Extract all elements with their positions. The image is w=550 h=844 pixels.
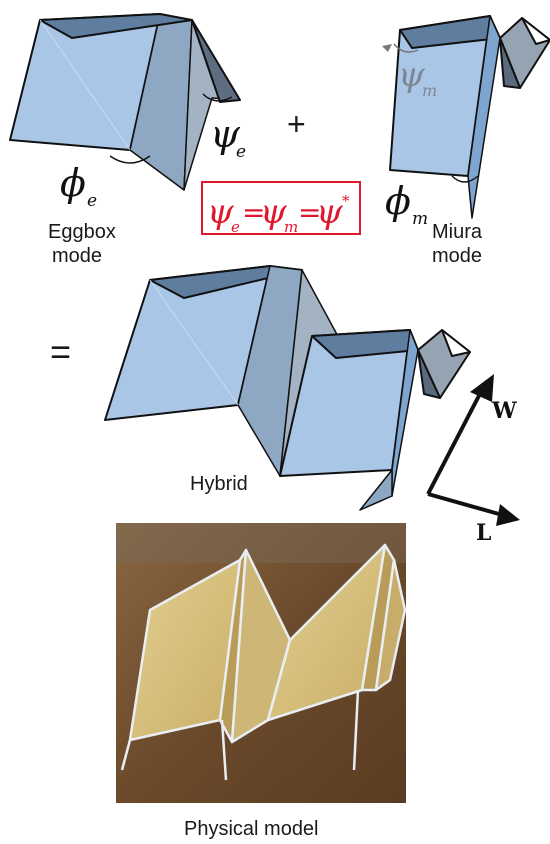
phi-e-symbol: ϕ <box>60 161 86 205</box>
eq-psi-m: ψ <box>260 192 287 232</box>
psi-m-symbol: ψ <box>398 55 425 95</box>
physical-model-photo <box>116 523 407 803</box>
eggbox-phi-arc <box>109 155 151 164</box>
physical-model-label: Physical model <box>184 818 319 840</box>
axes <box>426 374 520 526</box>
eq-star: * <box>342 192 350 210</box>
eq-psi-star: ψ <box>316 192 343 232</box>
miura-psi-arc <box>393 43 419 53</box>
hybrid-label: Hybrid <box>190 473 248 495</box>
miura-mode-label-line2: mode <box>432 245 482 267</box>
phi-m-subscript: m <box>412 209 428 229</box>
equals-sign: = <box>50 331 71 372</box>
eq-equals-1: = <box>242 196 265 229</box>
psi-e-symbol: ψ <box>210 112 241 156</box>
miura-psi-arrow <box>382 44 392 52</box>
eggbox-mode-label-line1: Eggbox <box>48 221 116 243</box>
miura-mode-label-line1: Miura <box>432 221 483 243</box>
psi-e-subscript: e <box>236 142 246 162</box>
eq-psi-m-sub: m <box>284 218 298 236</box>
miura-phi-arc <box>451 175 479 183</box>
axis-l-label: L <box>476 520 491 546</box>
eq-psi-e-sub: e <box>231 218 240 236</box>
eggbox-psi-arc <box>202 93 233 102</box>
eq-psi-e: ψ <box>207 192 234 232</box>
axis-w-label: W <box>491 398 517 424</box>
miura-mode-diagram <box>389 15 550 219</box>
phi-m-symbol: ϕ <box>385 179 411 223</box>
equation: ψ e = ψ m = ψ * <box>207 192 350 236</box>
eggbox-mode-diagram <box>9 13 241 191</box>
equation-box <box>201 181 361 235</box>
phi-e-subscript: e <box>87 191 97 211</box>
plus-sign: + <box>287 106 306 142</box>
eggbox-mode-label-line2: mode <box>52 245 102 267</box>
psi-m-subscript: m <box>422 81 437 100</box>
hybrid-diagram <box>104 265 471 511</box>
eq-equals-2: = <box>298 196 321 229</box>
